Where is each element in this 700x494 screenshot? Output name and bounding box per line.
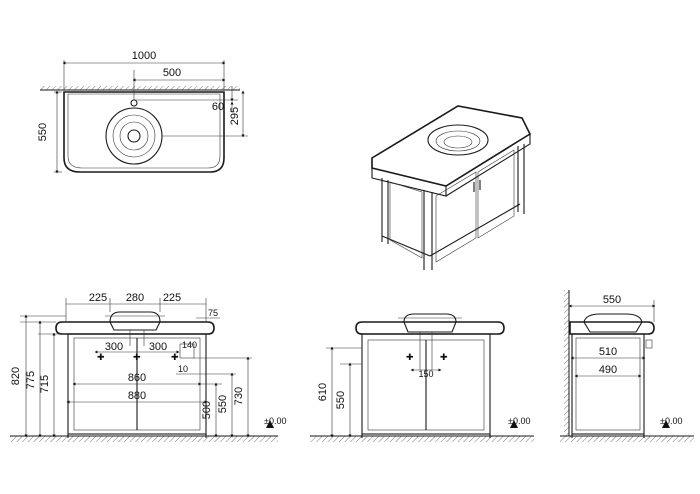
floor-level-front: ±0.00: [264, 416, 286, 426]
dim-h500: 500: [201, 401, 213, 419]
dim-side-depth: 550: [603, 294, 621, 306]
dim-bowl-width: 280: [126, 292, 144, 304]
front-countertop: [55, 321, 215, 335]
dim-width: 1000: [132, 50, 156, 62]
dim-bowl-offset: 295: [229, 107, 241, 125]
drain-circle: [127, 129, 141, 143]
front-view: 225 280 225 75 300 300 ✚ ✚ ✚ 140 10 860 …: [10, 292, 286, 442]
dim-inner-depth: 510: [599, 346, 617, 358]
svg-text:✚: ✚: [440, 352, 448, 362]
svg-text:✚: ✚: [133, 352, 141, 362]
dim-outer-width: 880: [128, 390, 146, 402]
dim-height-basin: 775: [25, 371, 37, 389]
dim-height-total: 820: [10, 367, 22, 385]
dim-hole-left: 300: [105, 341, 123, 353]
svg-text:✚: ✚: [406, 352, 414, 362]
side2-cabinet: [571, 333, 645, 435]
floor-level-side1: ±0.00: [508, 416, 530, 426]
dim-side-h550: 550: [335, 391, 347, 409]
dim-height-frame: 715: [39, 375, 51, 393]
iso-basin: [427, 124, 489, 156]
side2-countertop: [569, 321, 655, 335]
svg-text:✚: ✚: [171, 352, 179, 362]
svg-text:✚: ✚: [97, 352, 105, 362]
countertop-outline-top: [63, 91, 225, 173]
side1-countertop: [355, 321, 505, 335]
dim-depth: 550: [37, 123, 49, 141]
iso-countertop: [371, 105, 532, 187]
dim-hole-right: 300: [149, 341, 167, 353]
dim-frame-depth: 490: [599, 364, 617, 376]
tap-hole: [130, 99, 138, 107]
dim-half-width: 500: [163, 67, 181, 79]
dim-h730: 730: [233, 387, 245, 405]
floor-level-side2: ±0.00: [660, 416, 682, 426]
top-view: 1000 500 550 60 295: [37, 50, 248, 174]
dim-tap-hole: 60: [212, 101, 224, 113]
dim-bowl-right: 225: [163, 292, 181, 304]
dim-bowl-left: 225: [89, 292, 107, 304]
dim-small-a: 75: [208, 308, 218, 318]
dim-h610: 610: [317, 383, 329, 401]
side-view-2: 550 510 490 ±0.00: [560, 290, 694, 442]
dim-small-b: 140: [182, 340, 197, 350]
dim-inner-width: 860: [128, 372, 146, 384]
isometric-view: [371, 105, 532, 270]
wall-hatch: [40, 86, 240, 90]
dim-drain: 150: [418, 369, 433, 379]
basin-outer-circle: [105, 107, 163, 165]
side1-cabinet: [361, 333, 491, 435]
dim-small-c: 10: [178, 364, 188, 374]
dim-h550: 550: [217, 395, 229, 413]
side-view-1: 150 ✚ ✚ 610 550 ±0.00: [310, 313, 534, 442]
